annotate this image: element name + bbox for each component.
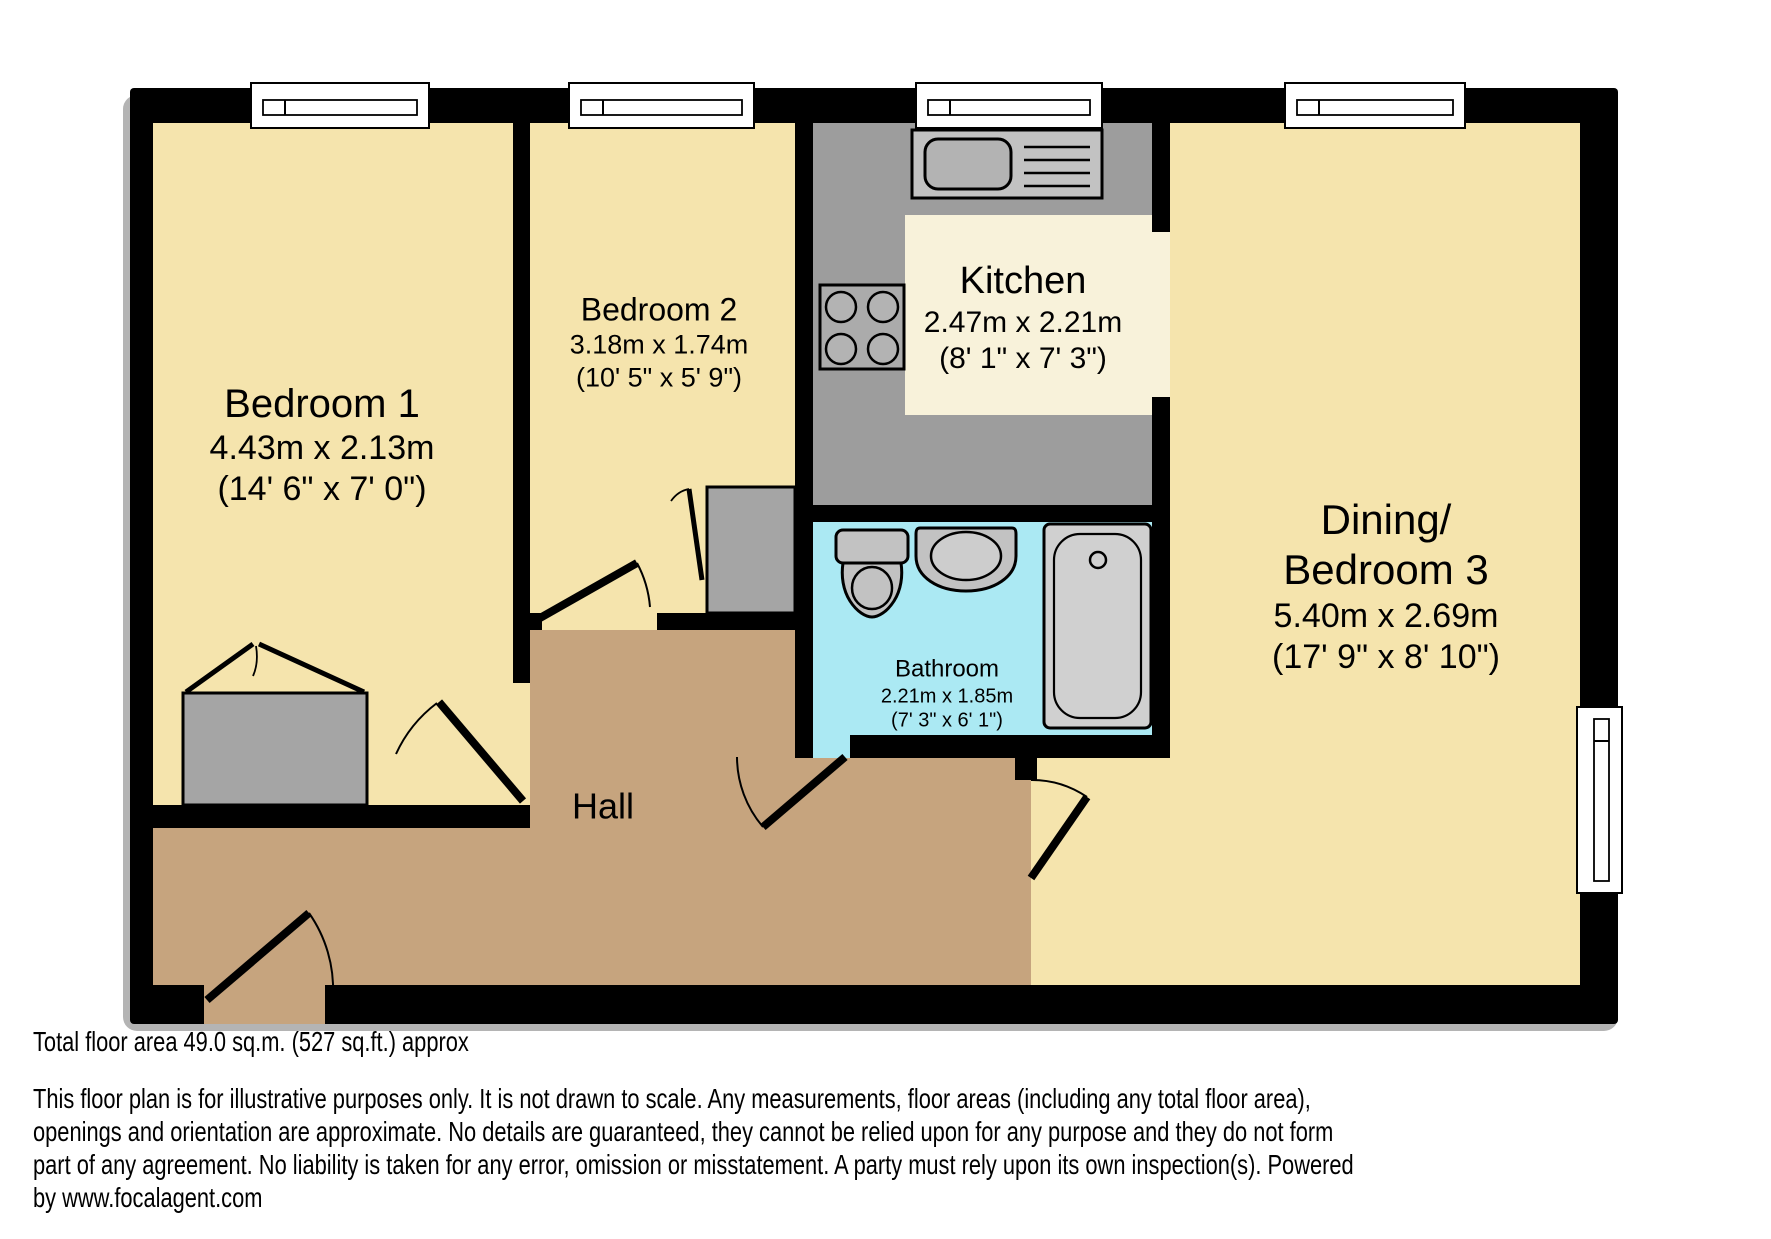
bedroom2-dims-metric: 3.18m x 1.74m [569,329,749,360]
window-icon [915,82,1103,129]
total-floor-area-text: Total floor area 49.0 sq.m. (527 sq.ft.)… [33,1026,469,1057]
dining-dims-metric: 5.40m x 2.69m [1273,596,1499,635]
kitchen-sink-icon [910,128,1104,200]
kitchen-dining-opening [1152,232,1170,397]
toilet-icon [834,528,910,619]
hall-floor [153,630,1031,1024]
kitchen-dims-imperial: (8' 1" x 7' 3") [939,341,1107,375]
hall-name: Hall [571,785,635,827]
dining-door-icon [1027,778,1091,881]
bedroom1-door-icon [395,699,527,804]
bedroom1-wardrobe-icon [181,641,369,807]
room-label-kitchen: Kitchen 2.47m x 2.21m (8' 1" x 7' 3") [924,259,1122,377]
dining-name-line2: Bedroom 3 [1283,546,1489,594]
kitchen-open-area [905,215,1152,415]
room-label-bedroom1: Bedroom 1 4.43m x 2.13m (14' 6" x 7' 0") [210,380,435,510]
bathroom-name: Bathroom [894,655,1000,683]
floorplan-drawing [123,82,1623,1031]
dining-floor [1031,123,1580,985]
bedroom1-floor [153,123,513,805]
window-icon [1284,82,1466,129]
room-label-bathroom: Bathroom 2.21m x 1.85m (7' 3" x 6' 1") [881,656,1013,733]
bedroom1-dims-imperial: (14' 6" x 7' 0") [217,470,427,508]
bedroom2-dims-imperial: (10' 5" x 5' 9") [575,362,743,393]
bedroom1-name: Bedroom 1 [224,382,420,427]
dining-dims-imperial: (17' 9" x 8' 10") [1271,637,1501,676]
basin-icon [914,526,1018,593]
room-label-bedroom2: Bedroom 2 3.18m x 1.74m (10' 5" x 5' 9") [570,290,749,393]
dining-name-line1: Dining/ [1320,495,1452,543]
disclaimer-line-1: This floor plan is for illustrative purp… [33,1083,1311,1114]
bedroom2-name: Bedroom 2 [580,291,738,328]
kitchen-name: Kitchen [959,260,1087,303]
windows [250,82,1623,894]
bedroom2-door-jamb [530,613,542,630]
bedroom1-dims-metric: 4.43m x 2.13m [209,429,435,468]
bathroom-dims-imperial: (7' 3" x 6' 1") [891,709,1003,732]
kitchen-dims-metric: 2.47m x 2.21m [923,305,1123,339]
entry-door-icon [204,909,335,1004]
bedroom2-door-icon [538,559,651,622]
kitchen-hob-icon [818,283,906,371]
bedroom2-wardrobe-icon [670,485,797,615]
bathroom-door-opening [813,735,850,758]
disclaimer-line-3: part of any agreement. No liability is t… [33,1149,1354,1180]
disclaimer-line-4: by www.focalagent.com [33,1182,263,1213]
bathroom-dims-metric: 2.21m x 1.85m [880,685,1014,708]
bathroom-door-icon [736,753,848,831]
bedroom2-door-opening [530,613,657,630]
window-icon [1576,706,1623,894]
disclaimer-text: This floor plan is for illustrative purp… [33,1082,1354,1214]
room-label-dining: Dining/ Bedroom 3 5.40m x 2.69m (17' 9" … [1272,495,1500,677]
bathtub-icon [1042,522,1153,730]
bedroom1-door-opening [513,683,530,805]
window-icon [250,82,430,129]
room-label-hall: Hall [572,784,634,827]
disclaimer-line-2: openings and orientation are approximate… [33,1116,1334,1147]
window-icon [568,82,755,129]
